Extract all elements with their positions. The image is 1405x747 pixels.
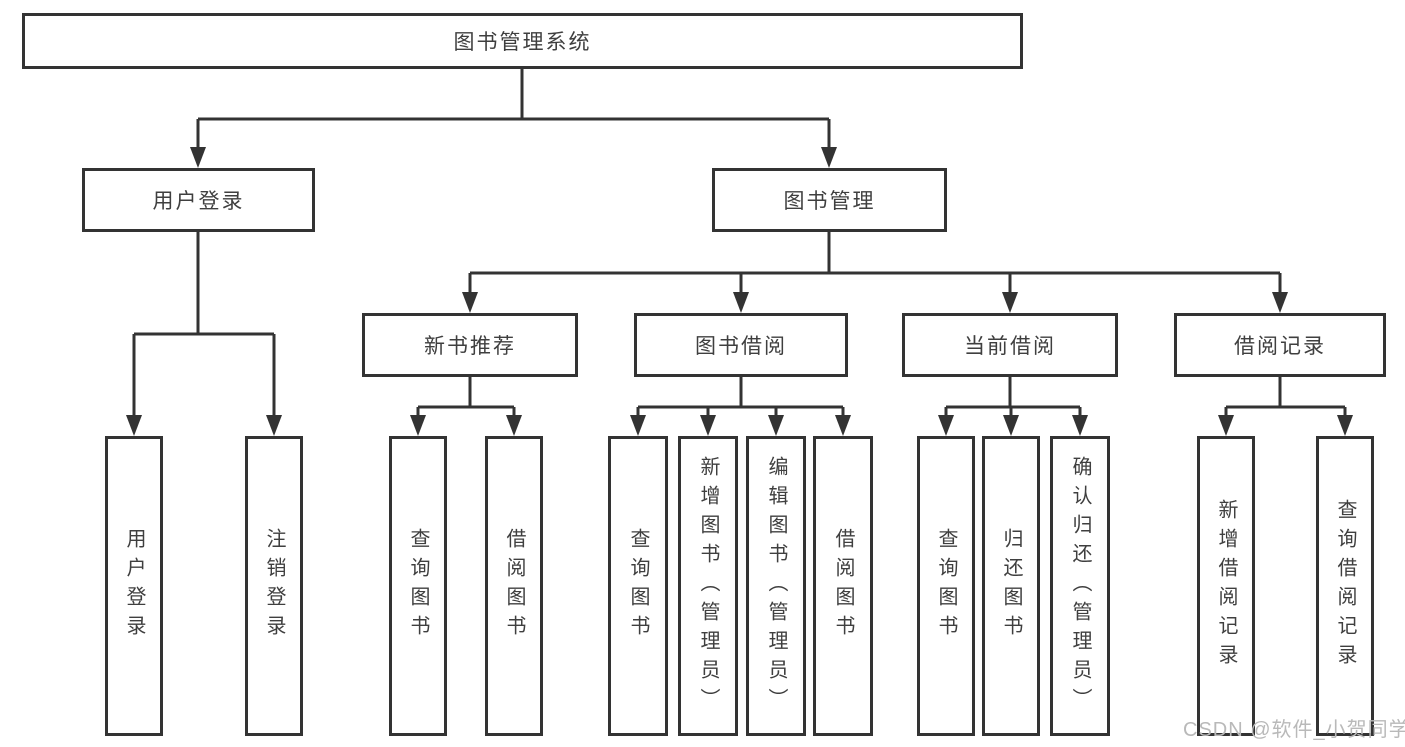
connector-new-book-rec [410, 377, 522, 436]
leaf-user-login-label: 用户登录 [123, 528, 145, 644]
csdn-watermark: CSDN @软件_小贺同学 [1183, 719, 1405, 741]
leaf-user-login: 用户登录 [105, 436, 163, 736]
node-user-login-branch-label: 用户登录 [152, 190, 245, 213]
leaf-edit-book-admin-label: 编辑图书（管理员） [765, 455, 787, 717]
leaf-logout: 注销登录 [245, 436, 303, 736]
leaf-query-borrow-record: 查询借阅记录 [1316, 436, 1374, 736]
node-library-system-label: 图书管理系统 [453, 31, 592, 54]
node-current-borrow: 当前借阅 [902, 313, 1118, 377]
connector-book-mgmt-branch [462, 232, 1288, 313]
connector-borrow-record [1218, 377, 1353, 436]
leaf-newrec-query-book-label: 查询图书 [407, 528, 429, 644]
node-book-borrow: 图书借阅 [634, 313, 848, 377]
leaf-confirm-return-admin: 确认归还（管理员） [1050, 436, 1110, 736]
connector-root-to-branches [190, 69, 837, 168]
node-user-login-branch: 用户登录 [82, 168, 315, 232]
node-library-system: 图书管理系统 [22, 13, 1023, 69]
leaf-confirm-return-admin-label: 确认归还（管理员） [1069, 455, 1091, 717]
leaf-borrow-book-label: 借阅图书 [832, 528, 854, 644]
connector-current-borrow [938, 377, 1088, 436]
node-new-book-rec-label: 新书推荐 [424, 335, 516, 358]
leaf-return-book: 归还图书 [982, 436, 1040, 736]
node-current-borrow-label: 当前借阅 [964, 335, 1056, 358]
leaf-borrow-book: 借阅图书 [813, 436, 873, 736]
leaf-newrec-query-book: 查询图书 [389, 436, 447, 736]
leaf-return-book-label: 归还图书 [1000, 528, 1022, 644]
node-borrow-record-label: 借阅记录 [1234, 335, 1326, 358]
connector-user-login-branch [126, 232, 282, 436]
leaf-add-book-admin-label: 新增图书（管理员） [697, 455, 719, 717]
node-book-mgmt-branch: 图书管理 [712, 168, 947, 232]
connector-book-borrow [630, 377, 851, 436]
leaf-edit-book-admin: 编辑图书（管理员） [746, 436, 806, 736]
node-book-mgmt-branch-label: 图书管理 [783, 190, 876, 213]
node-book-borrow-label: 图书借阅 [695, 335, 787, 358]
node-borrow-record: 借阅记录 [1174, 313, 1386, 377]
leaf-query-borrow-record-label: 查询借阅记录 [1334, 499, 1356, 673]
leaf-current-query-book: 查询图书 [917, 436, 975, 736]
leaf-borrow-query-book: 查询图书 [608, 436, 668, 736]
leaf-borrow-query-book-label: 查询图书 [627, 528, 649, 644]
node-new-book-rec: 新书推荐 [362, 313, 578, 377]
leaf-add-borrow-record: 新增借阅记录 [1197, 436, 1255, 736]
leaf-current-query-book-label: 查询图书 [935, 528, 957, 644]
leaf-newrec-borrow-book-label: 借阅图书 [503, 528, 525, 644]
leaf-add-borrow-record-label: 新增借阅记录 [1215, 499, 1237, 673]
leaf-newrec-borrow-book: 借阅图书 [485, 436, 543, 736]
leaf-logout-label: 注销登录 [263, 528, 285, 644]
leaf-add-book-admin: 新增图书（管理员） [678, 436, 738, 736]
